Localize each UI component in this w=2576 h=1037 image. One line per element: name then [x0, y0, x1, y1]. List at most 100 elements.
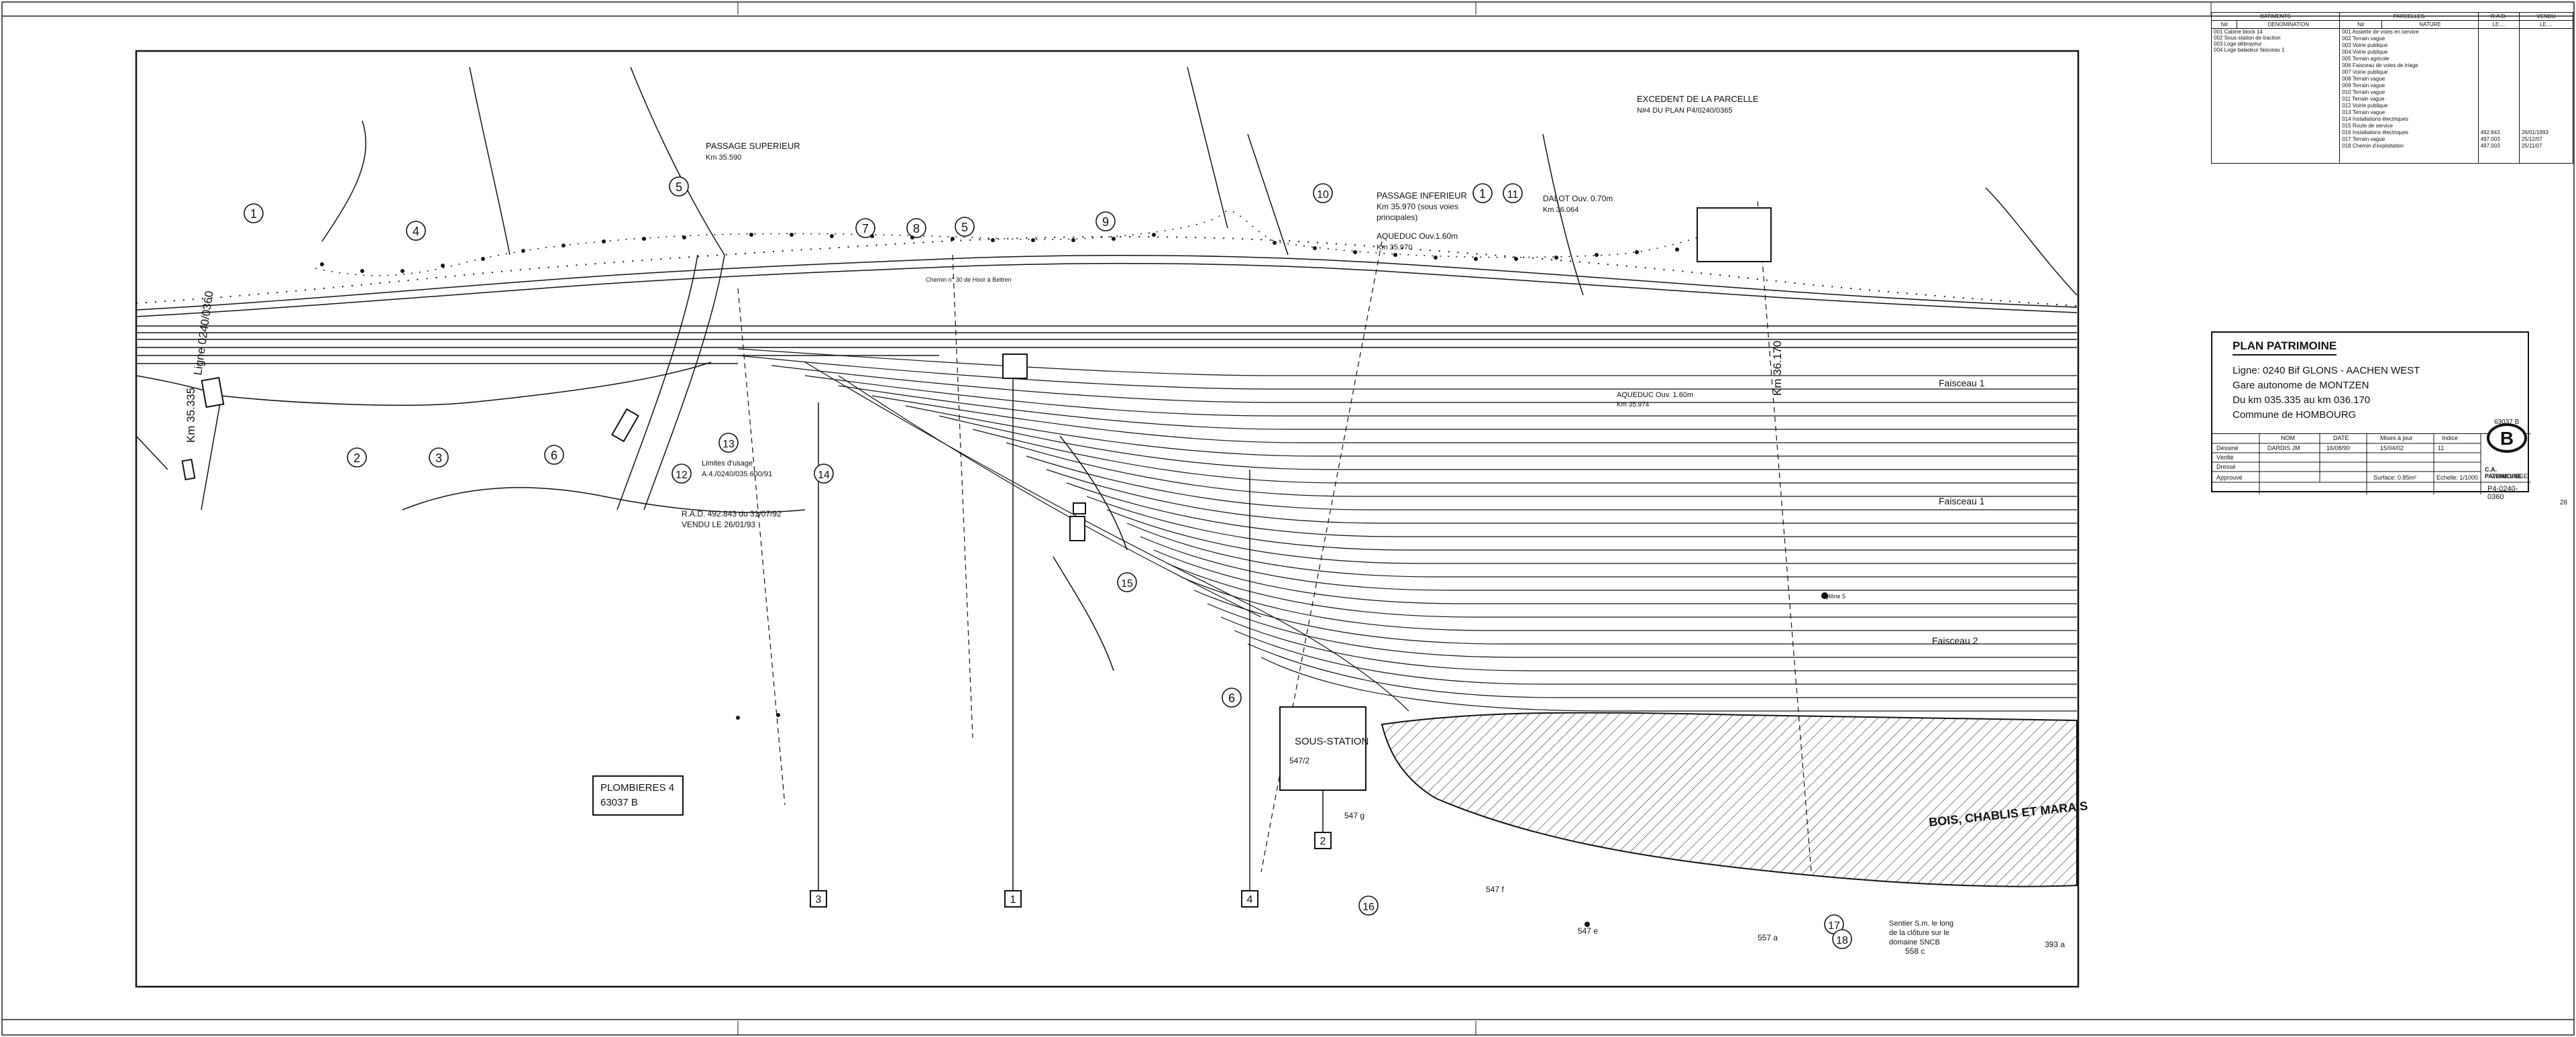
svg-text:5: 5: [676, 180, 682, 194]
legend-parcel-row: 018 Chemin d'exploitation: [2342, 143, 2404, 149]
title-dessine-name: DARDIS JM: [2267, 445, 2300, 451]
km-start-vertical: Km 35.335: [184, 388, 197, 443]
yard-fan-tracks: [737, 348, 2077, 712]
circle-ref: 17: [1824, 914, 1844, 934]
legend-vendu-header: VENDU: [2518, 12, 2574, 21]
title-commune: Commune de HOMBOURG: [2233, 409, 2357, 421]
legend-parcel-row: 013 Terrain vague: [2342, 109, 2385, 115]
svg-text:8: 8: [913, 222, 920, 235]
sheet-number: 28: [2560, 499, 2568, 506]
title-grid: NOM DATE Mises à jour Indice Dessiné DAR…: [2212, 433, 2530, 501]
chemin-label: Chemin n° 30 de Hoor à Beltren: [926, 276, 1012, 283]
svg-text:11: 11: [1507, 189, 1519, 201]
svg-text:15: 15: [1121, 578, 1133, 590]
small-buildings: [181, 207, 1772, 541]
legend-no-header-2: N#: [2339, 20, 2383, 29]
legend-parcel-row: 002 Terrain vague: [2342, 36, 2385, 42]
passage-superieur-label: PASSAGE SUPERIEUR: [706, 141, 800, 151]
legend-vendu-value: 26/01/1993: [2521, 129, 2548, 135]
legend-denomination-header: DENOMINATION: [2237, 20, 2341, 29]
rad-note: R.A.D. 492.843 du 31/07/92: [682, 509, 782, 518]
title-echelle: Echelle: 1/1000: [2436, 474, 2479, 481]
legend-parcel-row: 016 Installations électriques: [2342, 129, 2409, 135]
title-org: C.A. PATRIMOINE: [2485, 466, 2522, 480]
fence-line-upper: [315, 207, 1772, 276]
legend-rad-header: R.A.D.: [2477, 12, 2520, 21]
excedent-ref: N#4 DU PLAN P4/0240/0365: [1637, 107, 1732, 115]
title-grid-lines: [2212, 434, 2530, 494]
title-mise-a-jour: 15/04/02: [2380, 445, 2404, 451]
legend-le2: LE....: [2518, 20, 2574, 29]
parcel-558c: 558 c: [1905, 946, 1925, 956]
circle-ref: 9: [1095, 211, 1116, 231]
passage-inferieur-label: PASSAGE INFERIEUR: [1377, 190, 1467, 201]
legend-rad-cell: 492.843 497.003 497.003: [2477, 28, 2520, 164]
legend-parcel-row: 003 Voirie publique: [2342, 42, 2388, 48]
sous-station-label: SOUS-STATION: [1295, 736, 1368, 747]
circle-ref: 1: [244, 203, 264, 223]
legend-parcel-row: 004 Voirie publique: [2342, 49, 2388, 55]
parcel-547g: 547 g: [1344, 811, 1364, 820]
title-ligne: Ligne: 0240 Bif GLONS - AACHEN WEST: [2233, 365, 2420, 376]
sncb-logo-icon: B: [2487, 423, 2527, 453]
limites-ref: A.4./0240/035.600/91: [702, 470, 772, 478]
parcel-393a: 393 a: [2045, 940, 2065, 949]
title-block: PLAN PATRIMOINE Ligne: 0240 Bif GLONS - …: [2211, 331, 2530, 501]
passage-inferieur-km: Km 35.970 (sous voies: [1377, 202, 1458, 211]
sentier-line2: de la clôture sur le: [1889, 929, 1949, 937]
legend-rad-value: 497.003: [2480, 136, 2500, 142]
survey-dashed-lines: [737, 201, 1812, 873]
svg-text:10: 10: [1317, 189, 1329, 201]
circle-ref: 11: [1503, 183, 1523, 203]
legend-parcel-row: 005 Terrain agricole: [2342, 56, 2390, 62]
title-dresse-label: Dressé: [2216, 463, 2236, 470]
faisceau-1-label: Faisceau 1: [1939, 378, 1985, 388]
svg-text:18: 18: [1836, 935, 1848, 946]
svg-text:17: 17: [1828, 920, 1840, 932]
legend-no-header: N#: [2210, 20, 2238, 29]
title-gare: Gare autonome de MONTZEN: [2233, 380, 2369, 391]
title-ref-code: 63037 B: [2494, 419, 2520, 426]
limites-label: Limites d'usage: [702, 459, 753, 468]
legend-parcelles-header: PARCELLES: [2339, 12, 2479, 21]
legend-building-row: 004 Loge baladeur faisceau 1: [2214, 47, 2285, 53]
road-top: [136, 254, 2078, 311]
aqueduc-label: AQUEDUC Ouv.1.60m: [1377, 231, 1458, 241]
faisceau-1b-label: Faisceau 1: [1939, 496, 1985, 506]
aqueduc2-km: Km 35.974: [1617, 401, 1650, 408]
legend-parcel-row: 011 Terrain vague: [2342, 96, 2385, 102]
circle-ref: 18: [1832, 929, 1852, 949]
circle-ref: 16: [1358, 895, 1379, 916]
legend-vendu-value: 25/12/07: [2521, 136, 2542, 142]
legend-rad-value: 497.003: [2480, 143, 2500, 149]
parcel-547f: 547 f: [1486, 885, 1504, 894]
faisceau-2-label: Faisceau 2: [1932, 635, 1978, 646]
circled-references: 1 4 5 7 8 5 9 10 1 11 2 3 6 13 14 12 15 …: [244, 176, 1852, 949]
faisceau-labels: Faisceau 1 Faisceau 1 Faisceau 2: [1932, 378, 1985, 646]
legend-parcel-row: 017 Terrain vague: [2342, 136, 2385, 142]
title-col-date: DATE: [2333, 435, 2349, 441]
sous-station-no: 547/2: [1289, 756, 1309, 765]
vendu-note: VENDU LE 26/01/93: [682, 520, 755, 529]
svg-text:1: 1: [1479, 187, 1486, 201]
plan-border: [135, 50, 2080, 988]
title-col-indice: Indice: [2442, 435, 2459, 441]
legend-parcel-row: 015 Route de service: [2342, 123, 2393, 129]
box-ref: 3: [810, 890, 827, 908]
dalot-label: DALOT Ouv. 0.70m: [1543, 194, 1613, 203]
plombieres-line2: 63037 B: [600, 797, 638, 808]
dalot-km: Km 36.064: [1543, 206, 1578, 214]
title-surface: Surface: 0.85m²: [2373, 474, 2417, 481]
legend-parcel-row: 008 Terrain vague: [2342, 76, 2385, 82]
svg-text:9: 9: [1102, 215, 1109, 229]
circle-ref: 4: [406, 221, 426, 241]
legend-parcel-row: 014 Installations électriques: [2342, 116, 2409, 122]
circle-ref: 14: [814, 463, 834, 484]
aqueduc-km: Km 35.970: [1377, 243, 1412, 252]
circle-ref: 8: [906, 218, 926, 238]
circle-ref: 13: [718, 433, 739, 453]
svg-text:3: 3: [435, 451, 442, 465]
legend-parcel-row: 007 Voirie publique: [2342, 69, 2388, 75]
circle-ref: 15: [1117, 572, 1137, 592]
title-dessine-label: Dessiné: [2216, 445, 2239, 451]
